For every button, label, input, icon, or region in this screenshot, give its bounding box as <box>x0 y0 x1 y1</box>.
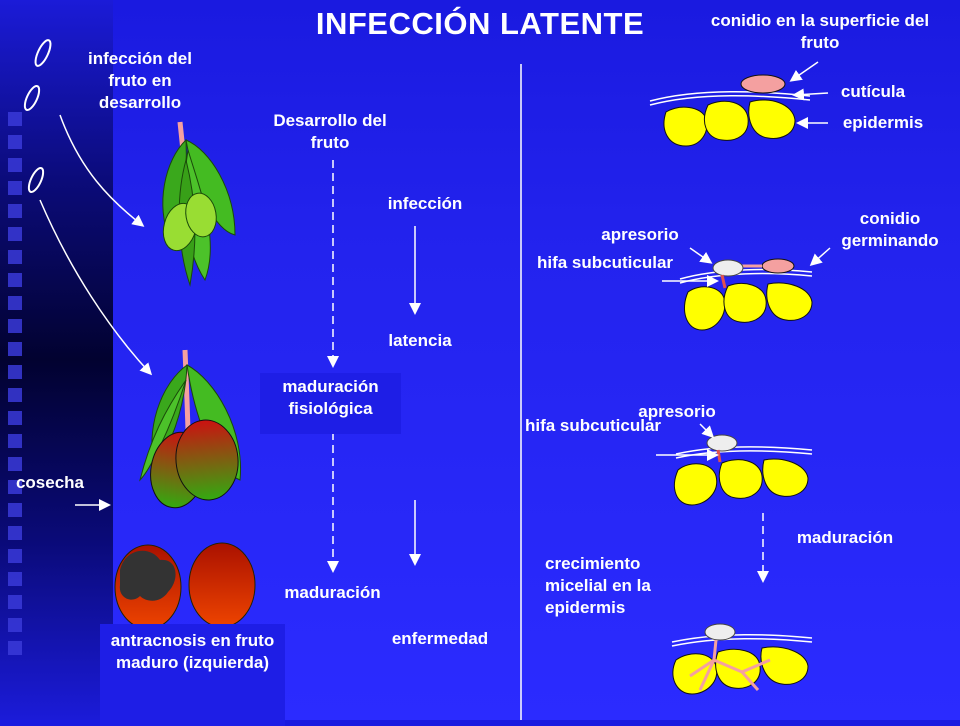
label-desarrollo-fruto: Desarrollo del fruto <box>273 111 387 153</box>
label-latencia: latencia <box>388 331 452 350</box>
label-enfermedad: enfermedad <box>391 629 489 648</box>
label-crecimiento: crecimiento micelial en la epidermis <box>545 554 651 618</box>
maturing-mango-cluster <box>139 349 242 509</box>
young-mango-cluster <box>162 121 236 287</box>
ripe-mangoes <box>114 542 256 630</box>
label-conidio-germinando: conidio germinando <box>841 209 939 251</box>
label-epidermis: epidermis <box>842 113 924 132</box>
panel-conidium-surface <box>649 61 829 147</box>
spore-icons <box>23 39 52 193</box>
label-cuticula: cutícula <box>840 82 906 101</box>
panel-conidium-germinating <box>662 247 831 331</box>
label-maduracion-left: maduración <box>284 583 381 602</box>
label-conidio-superficie: conidio en la superficie del fruto <box>710 11 930 53</box>
page-title: INFECCIÓN LATENTE <box>315 6 645 41</box>
label-cosecha: cosecha <box>15 473 85 492</box>
label-maduracion-fisiologica: maduración fisiológica <box>260 373 401 434</box>
label-hifa-subcuticular-2: hifa subcuticular <box>524 416 662 435</box>
label-infeccion-fruto: infección del fruto en desarrollo <box>88 49 192 113</box>
panel-mycelial-growth <box>671 623 813 695</box>
left-decor-squares <box>8 112 28 664</box>
label-antracnosis: antracnosis en fruto maduro (izquierda) <box>100 624 285 726</box>
label-hifa-subcuticular-1: hifa subcuticular <box>536 253 674 272</box>
label-apresorio-1: apresorio <box>601 225 679 244</box>
label-maduracion-right: maduración <box>796 528 894 547</box>
label-infeccion: infección <box>387 194 463 213</box>
label-apresorio-2: apresorio <box>638 402 716 421</box>
panel-appressorium <box>656 423 813 583</box>
